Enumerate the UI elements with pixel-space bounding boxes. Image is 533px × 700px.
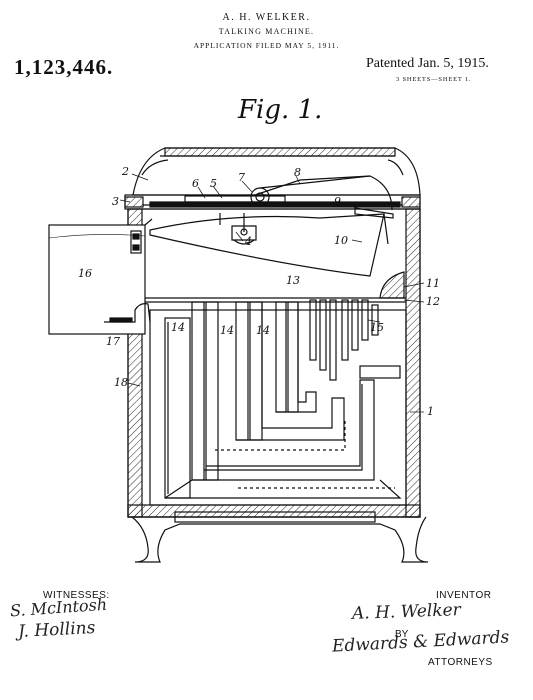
patent-title: TALKING MACHINE. xyxy=(218,27,315,36)
numeral-9: 9 xyxy=(334,195,341,208)
attorneys-label: ATTORNEYS xyxy=(428,657,493,668)
inventor-name-header: A. H. WELKER. xyxy=(222,12,311,23)
numeral-8: 8 xyxy=(294,166,301,179)
numeral-12: 12 xyxy=(426,295,440,308)
sound-box-compartment xyxy=(142,271,406,303)
sheet-count: 3 SHEETS—SHEET 1. xyxy=(396,76,472,83)
sound-passages xyxy=(149,301,407,506)
inventor-label: INVENTOR xyxy=(436,590,492,601)
numeral-14c: 14 xyxy=(256,324,270,337)
numeral-18: 18 xyxy=(114,376,128,389)
numeral-6: 6 xyxy=(192,177,199,190)
numeral-1: 1 xyxy=(427,405,434,418)
drawer xyxy=(48,218,153,335)
numeral-5: 5 xyxy=(210,177,217,190)
numeral-15: 15 xyxy=(370,321,384,334)
numeral-14a: 14 xyxy=(171,321,185,334)
horn-chamber xyxy=(149,213,389,277)
numeral-7: 7 xyxy=(238,171,245,184)
numeral-16: 16 xyxy=(78,267,92,280)
numeral-10: 10 xyxy=(334,234,348,247)
numeral-11: 11 xyxy=(426,277,440,290)
numeral-2: 2 xyxy=(121,165,129,178)
by-label: BY xyxy=(395,629,409,640)
numeral-17: 17 xyxy=(106,335,120,348)
witness-signature-2: J. Hollins xyxy=(17,617,96,643)
inventor-signature: A. H. Welker xyxy=(351,600,462,624)
turntable-assembly xyxy=(149,175,401,245)
patent-number: 1,123,446. xyxy=(14,55,114,79)
reference-numerals: 2 3 4 5 6 7 8 9 10 11 12 13 14 14 14 15 … xyxy=(78,165,440,418)
witnesses-label: WITNESSES: xyxy=(43,590,110,601)
cabinet-lid xyxy=(132,147,421,196)
patented-date: Patented Jan. 5, 1915. xyxy=(366,56,489,71)
numeral-14b: 14 xyxy=(220,324,234,337)
door-latch xyxy=(104,303,151,323)
leader-lines xyxy=(119,173,425,413)
application-filed-date: APPLICATION FILED MAY 5, 1911. xyxy=(193,41,340,50)
cabinet-base xyxy=(128,511,429,563)
figure-label: Fig. 1. xyxy=(238,95,323,125)
numeral-4: 4 xyxy=(244,235,252,248)
numeral-3: 3 xyxy=(112,195,119,208)
numeral-13: 13 xyxy=(286,274,300,287)
